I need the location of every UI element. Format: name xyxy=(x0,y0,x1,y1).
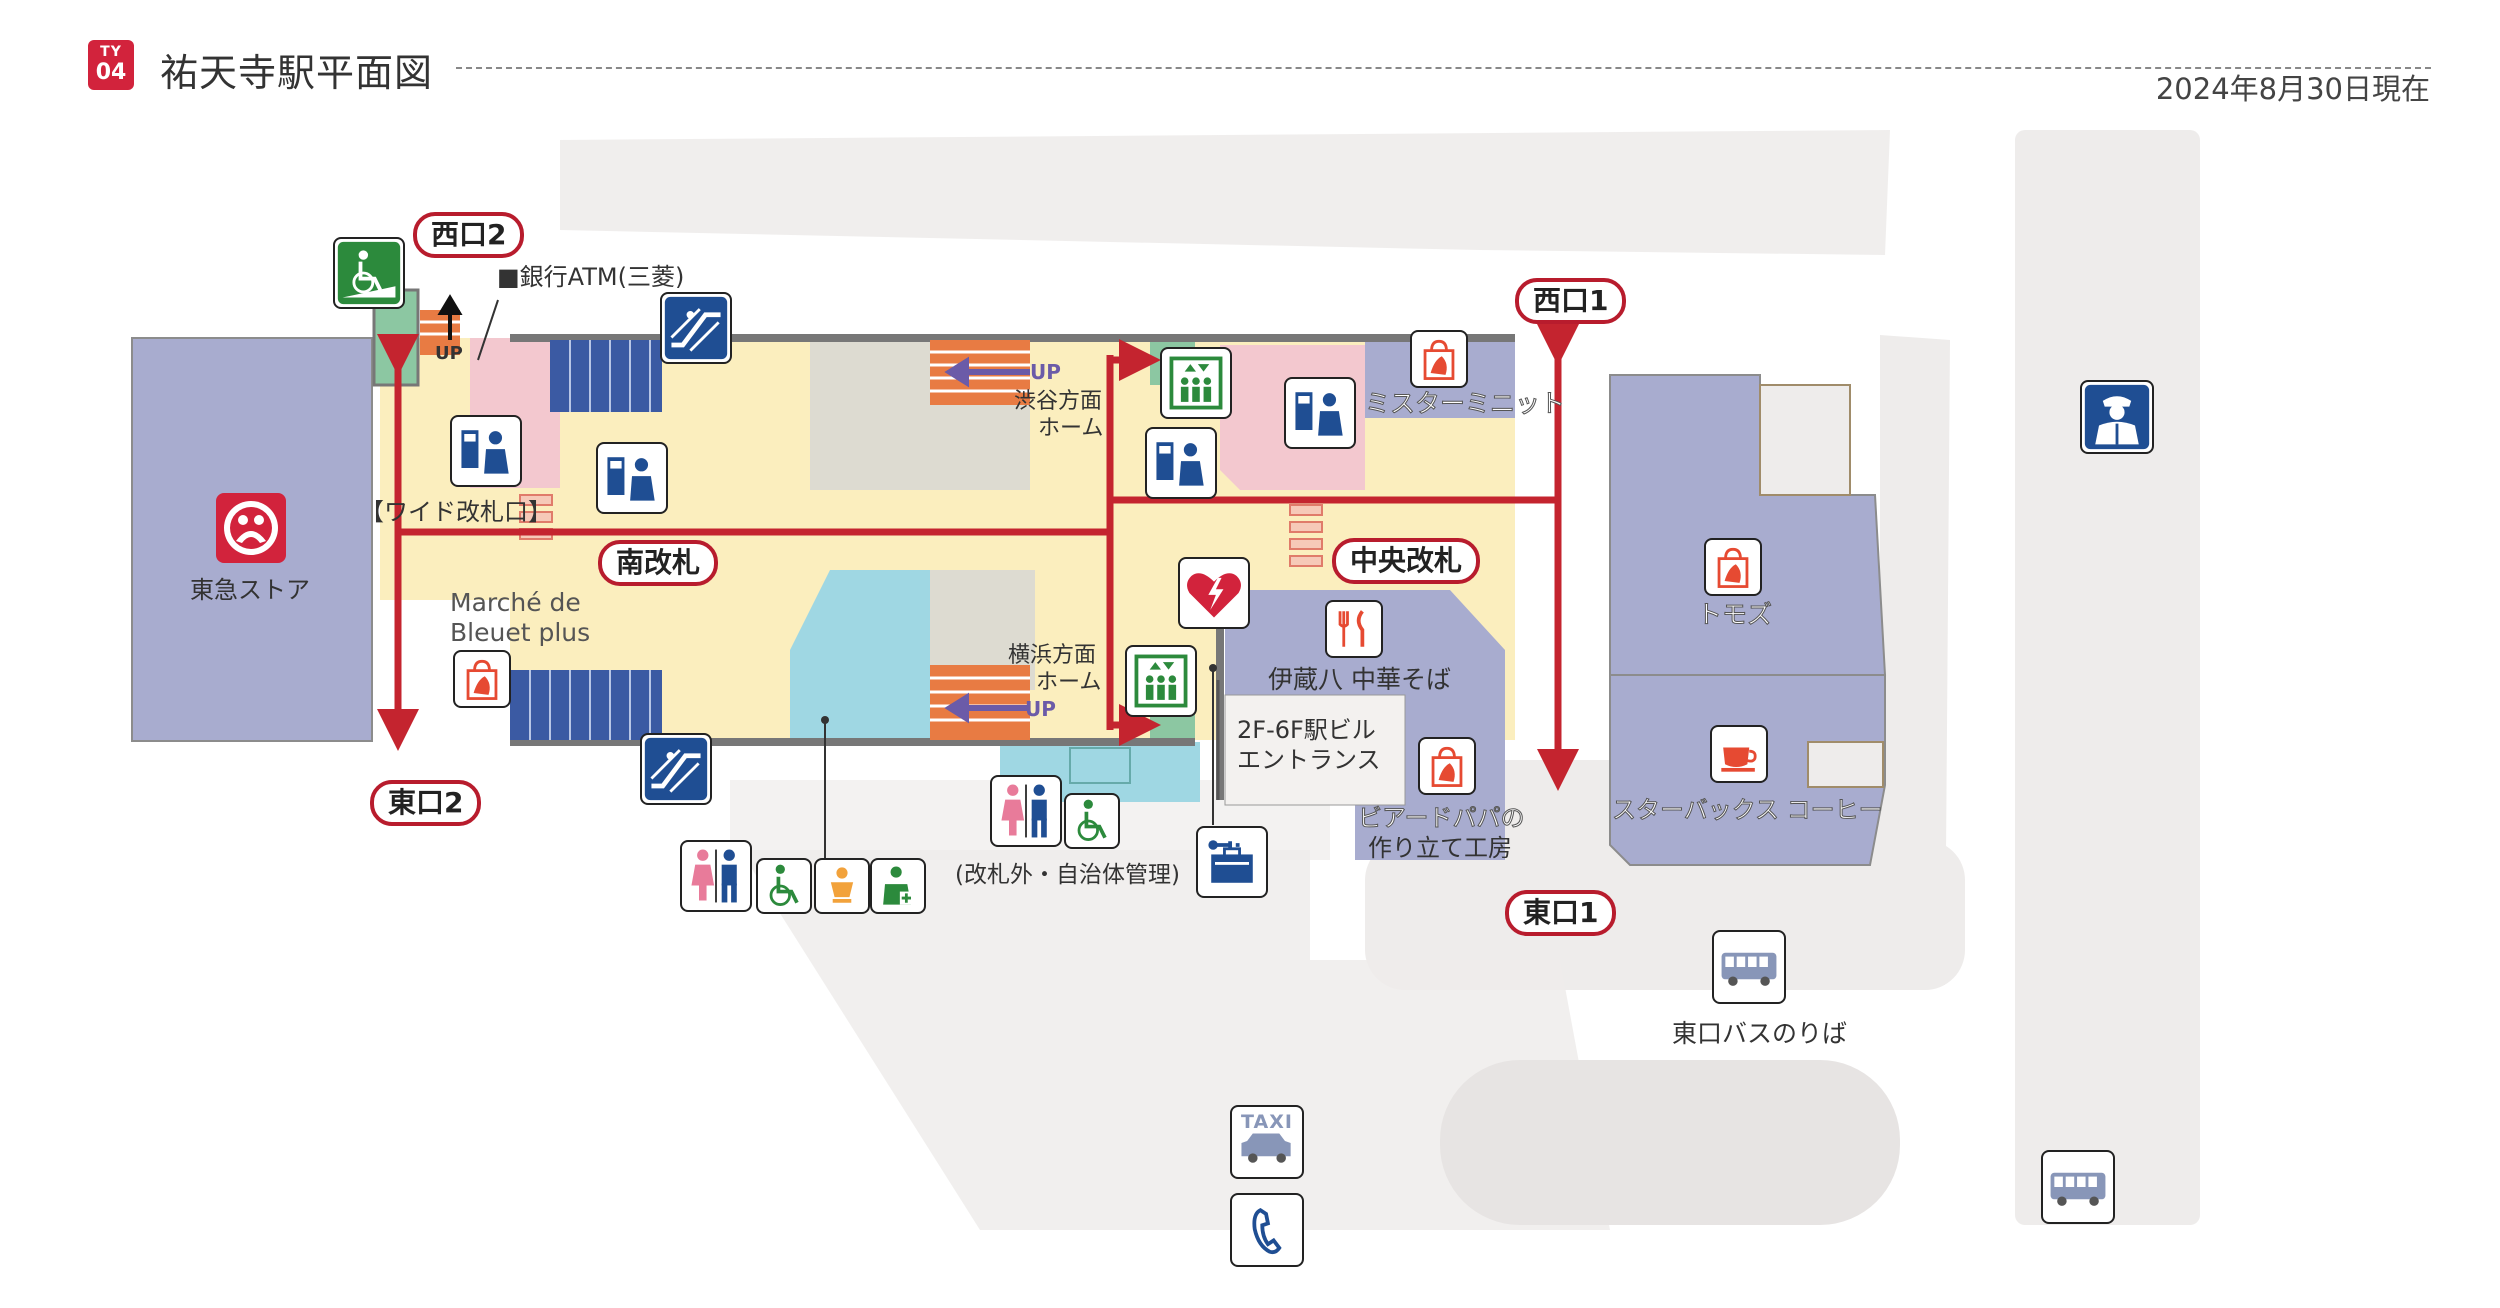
aed-icon xyxy=(1178,557,1250,629)
platform-arrows xyxy=(944,356,1030,724)
marche-label-1: Marché de xyxy=(450,588,581,617)
shibuya-up-label: UP xyxy=(1030,360,1061,384)
cafe-icon xyxy=(1710,725,1768,783)
title-divider xyxy=(456,67,2431,69)
mister-minit-label: ミスターミニット xyxy=(1364,389,1566,419)
bus-icon xyxy=(1712,930,1786,1004)
bus-icon xyxy=(2041,1150,2115,1224)
exit-east2-pill[interactable]: 東口2 xyxy=(370,780,482,826)
south-gate-pill[interactable]: 南改札 xyxy=(598,540,719,586)
station-number-badge: TY 04 xyxy=(88,40,134,90)
ticket-machine-icon xyxy=(1145,427,1217,499)
restaurant-icon xyxy=(1325,600,1383,658)
starbucks-label: スターバックス コーヒー xyxy=(1612,796,1884,825)
yokohama-up-label: UP xyxy=(1025,697,1056,721)
accessible-slope-icon xyxy=(333,237,405,309)
station-code: 04 xyxy=(95,60,127,85)
route-lines xyxy=(377,324,1579,791)
beard-papa-label-2: 作り立て工房 xyxy=(1368,834,1512,862)
exit-east1-pill[interactable]: 東口1 xyxy=(1505,890,1617,936)
atm-up-arrow xyxy=(437,294,463,340)
tokyu-store-logo-icon xyxy=(216,493,286,563)
line-code: TY xyxy=(100,44,122,60)
atm-up-label: UP xyxy=(435,343,463,364)
elevator-icon xyxy=(1160,347,1232,419)
escalators xyxy=(510,340,662,740)
shopping-bag-icon xyxy=(1410,330,1468,388)
tomods-label: トモズ xyxy=(1696,600,1773,630)
locker-icon xyxy=(1196,826,1268,898)
ticket-machine-icon xyxy=(1284,377,1356,449)
wide-gate-label: 【ワイド改札口】 xyxy=(360,498,552,526)
restroom-icon xyxy=(990,775,1062,847)
wheelchair-icon xyxy=(756,858,812,914)
wheelchair-icon xyxy=(1064,793,1120,849)
shibuya-platform-label-1: 渋谷方面 xyxy=(1014,389,1103,414)
baby-icon xyxy=(814,858,870,914)
restroom-icon xyxy=(680,840,752,912)
ticket-machine-icon xyxy=(450,415,522,487)
taxi-icon: TAXI xyxy=(1230,1105,1304,1179)
escalator-icon xyxy=(640,733,712,805)
police-box-icon xyxy=(2080,380,2154,454)
telephone-icon xyxy=(1230,1193,1304,1267)
ticket-machine-icon xyxy=(596,442,668,514)
building-entrance-label-1: 2F-6F駅ビル xyxy=(1237,716,1376,744)
building-entrance-label-2: エントランス xyxy=(1237,746,1381,774)
beard-papa-label-1: ビアードパパの xyxy=(1358,804,1526,833)
page-title: 祐天寺駅平面図 xyxy=(160,51,434,95)
bus-stop-label: 東口バスのりば xyxy=(1672,1019,1848,1048)
exit-west2-pill[interactable]: 西口2 xyxy=(413,212,525,258)
shopping-bag-icon xyxy=(1418,737,1476,795)
date-stamp: 2024年8月30日現在 xyxy=(2155,72,2430,106)
elevator-icon xyxy=(1125,645,1197,717)
escalator-icon xyxy=(660,292,732,364)
central-gate-pill[interactable]: 中央改札 xyxy=(1332,538,1481,584)
tokyu-store-label: 東急ストア xyxy=(190,576,310,604)
yokohama-platform-label-1: 横浜方面 xyxy=(1008,643,1097,668)
shibuya-platform-label-2: ホーム xyxy=(1038,416,1104,441)
exit-west1-pill[interactable]: 西口1 xyxy=(1515,278,1627,324)
marche-label-2: Bleuet plus xyxy=(450,618,591,647)
toilet-note-label: (改札外・自治体管理) xyxy=(955,862,1180,888)
izohachi-label: 伊蔵八 中華そば xyxy=(1268,665,1451,694)
atm-label: ■銀行ATM(三菱) xyxy=(497,263,685,291)
shopping-bag-icon xyxy=(1704,538,1762,596)
shopping-bag-icon xyxy=(453,650,511,708)
yokohama-platform-label-2: ホーム xyxy=(1036,670,1102,695)
taxi-icon-label: TAXI xyxy=(1241,1111,1293,1133)
first-aid-icon xyxy=(870,858,926,914)
